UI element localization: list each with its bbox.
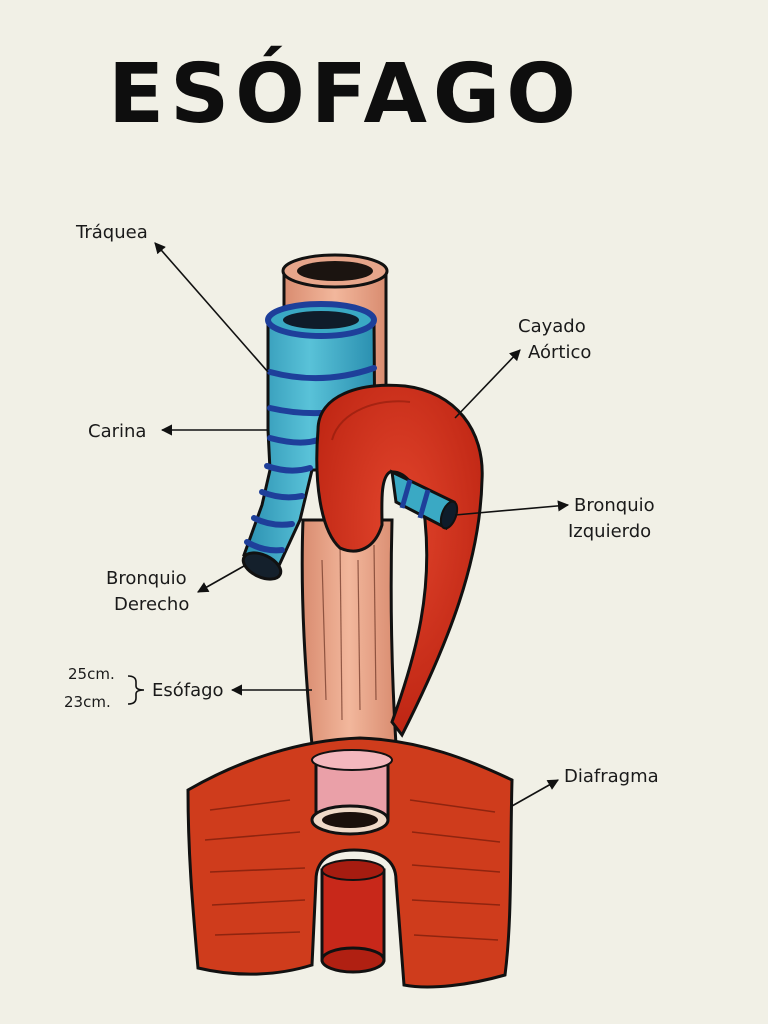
esophagus-body <box>300 518 398 747</box>
label-bronquio-der-line2: Derecho <box>114 594 189 615</box>
label-diafragma: Diafragma <box>564 766 659 787</box>
left-bronchus <box>390 469 459 531</box>
label-length-23: 23cm. <box>64 693 111 711</box>
leader-cayado <box>454 349 521 419</box>
label-cayado-line1: Cayado <box>518 316 586 337</box>
label-length-25: 25cm. <box>68 665 115 683</box>
label-cayado-line2: Aórtico <box>528 342 591 363</box>
leader-bronquio-izq <box>454 500 570 516</box>
label-traquea: Tráquea <box>75 222 148 243</box>
diagram-title: ESÓFAGO <box>108 45 582 142</box>
leader-diafragma <box>511 779 559 807</box>
length-brace <box>127 675 145 705</box>
label-bronquio-izq-line1: Bronquio <box>574 495 655 516</box>
leader-traquea <box>154 242 269 373</box>
diaphragm <box>186 736 514 989</box>
label-bronquio-der-line1: Bronquio <box>106 568 187 589</box>
label-esofago: Esófago <box>152 680 224 701</box>
leader-bronquio-der <box>197 565 245 593</box>
label-bronquio-izq-line2: Izquierdo <box>568 521 651 542</box>
label-carina: Carina <box>88 421 146 442</box>
aortic-arch <box>315 383 484 738</box>
